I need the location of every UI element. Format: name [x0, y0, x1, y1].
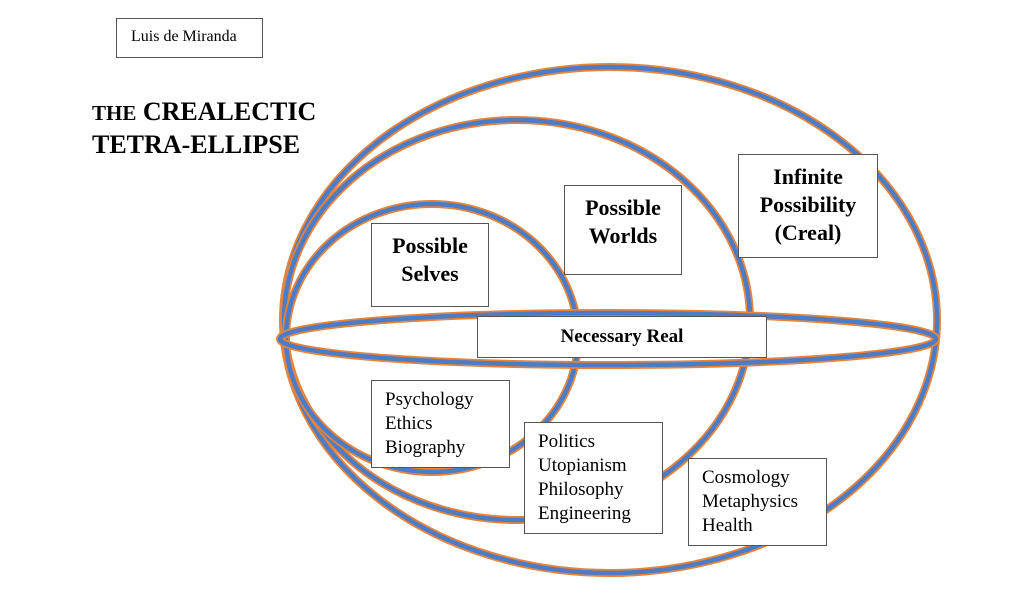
necessary-real-label: Necessary Real	[477, 316, 767, 358]
selves-domains-box: Psychology Ethics Biography	[371, 380, 510, 468]
diagram-title: THE CREALECTIC TETRA-ELLIPSE	[92, 96, 372, 160]
title-line2: TETRA-ELLIPSE	[92, 130, 301, 159]
heading-line: Infinite	[773, 164, 843, 189]
possible-selves-label: Possible Selves	[371, 223, 489, 307]
heading-line: Possible	[585, 195, 661, 220]
heading-line: Possible	[392, 233, 468, 258]
infinite-possibility-label: Infinite Possibility (Creal)	[738, 154, 878, 258]
heading-line: Possibility	[759, 192, 857, 217]
worlds-domains-box: Politics Utopianism Philosophy Engineeri…	[524, 422, 663, 534]
domain-item: Psychology	[385, 389, 474, 410]
ellipse-necessary-real	[276, 309, 940, 369]
title-prefix: THE	[92, 101, 137, 125]
domain-item: Health	[702, 515, 753, 536]
domain-item: Cosmology	[702, 467, 790, 488]
title-main: CREALECTIC	[142, 97, 317, 126]
heading-line: Selves	[401, 261, 459, 286]
heading-line: (Creal)	[774, 220, 842, 245]
domain-item: Biography	[385, 437, 466, 458]
domain-item: Engineering	[538, 503, 631, 524]
domain-item: Politics	[538, 431, 596, 452]
domain-item: Philosophy	[538, 479, 624, 500]
domain-item: Metaphysics	[702, 491, 799, 512]
heading-line: Worlds	[588, 223, 658, 248]
domain-item: Ethics	[385, 413, 433, 434]
author-label: Luis de Miranda	[116, 18, 263, 58]
domain-item: Utopianism	[538, 455, 627, 476]
infinite-domains-box: Cosmology Metaphysics Health	[688, 458, 827, 546]
possible-worlds-label: Possible Worlds	[564, 185, 682, 275]
